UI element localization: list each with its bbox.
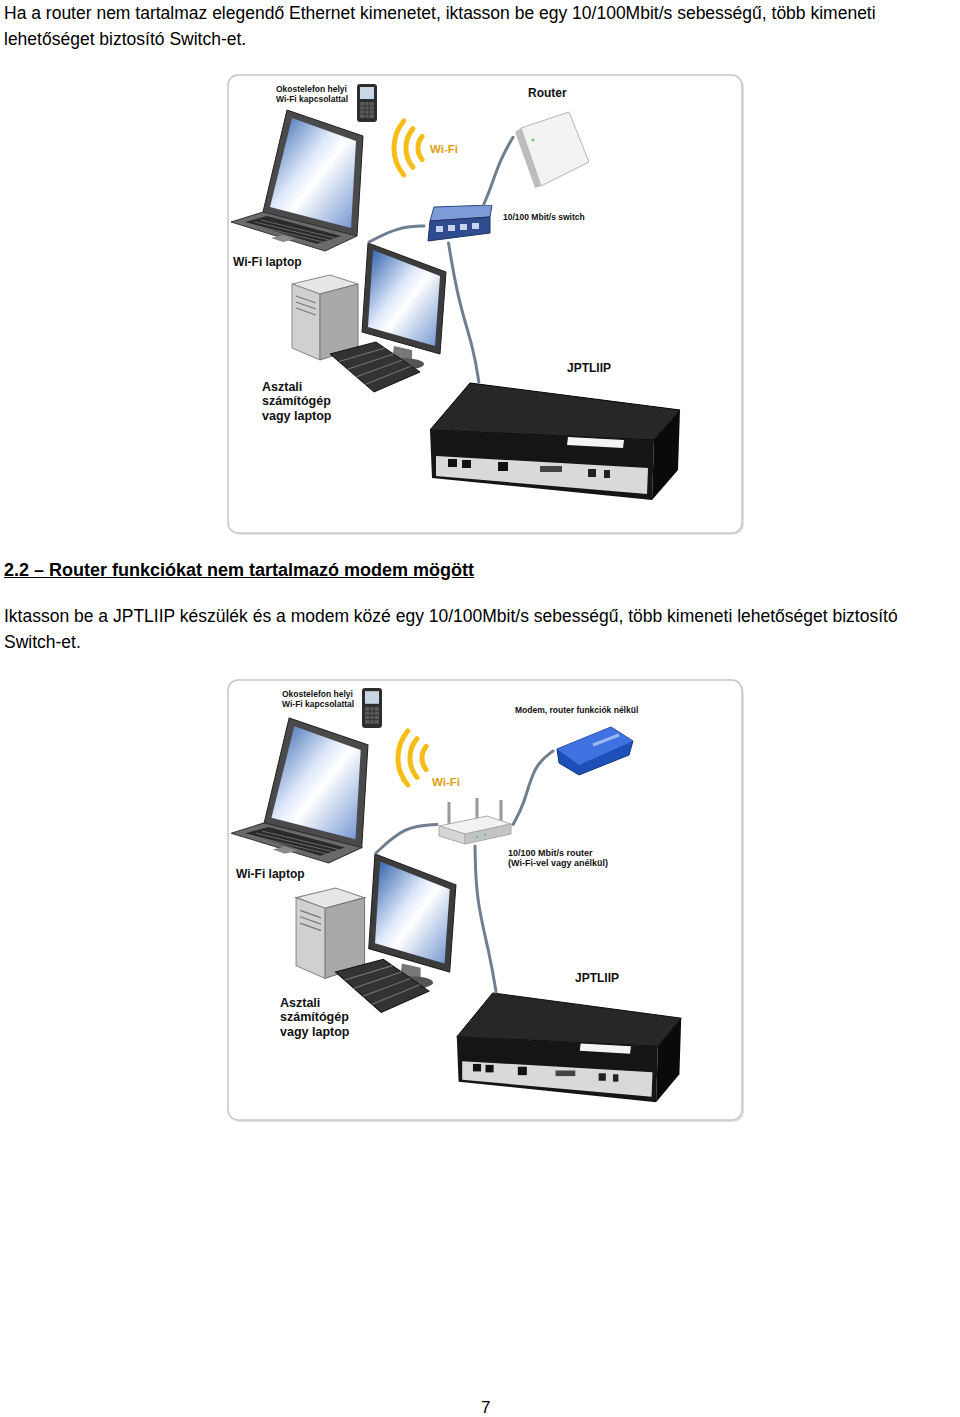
body-text: Ha a router nem tartalmaz elegendő Ether… — [4, 0, 944, 52]
modem — [557, 727, 633, 775]
wifi-label: Wi-Fi — [432, 776, 460, 790]
router — [515, 112, 589, 188]
network-cable — [513, 751, 553, 824]
jptliip-device — [430, 383, 680, 500]
device-node: Okostelefon helyi Wi-Fi kapcsolattal — [361, 687, 383, 729]
page-number: 7 — [481, 1398, 490, 1417]
device-node: Modem, router funkciók nélkül — [553, 725, 635, 777]
device-label: 10/100 Mbit/s router (Wi-Fi-vel vagy ané… — [508, 848, 610, 869]
device-label: Modem, router funkciók nélkül — [515, 706, 638, 716]
switch — [428, 205, 492, 241]
device-label: Okostelefon helyi Wi-Fi kapcsolattal — [282, 690, 358, 710]
network-cable — [376, 824, 437, 853]
device-node: Asztali számítógép vagy laptop — [290, 242, 448, 402]
text-holder: Wi-Fi — [432, 776, 460, 790]
device-label: JPTLIIP — [567, 362, 611, 376]
figure-panel — [228, 680, 742, 1120]
figure-panel — [228, 75, 742, 533]
wifi-waves — [398, 731, 426, 785]
device-node: Wi-Fi laptop — [231, 108, 364, 252]
device-node: JPTLIIP — [428, 382, 682, 504]
jptliip-device — [457, 993, 681, 1102]
desktop-computer — [296, 854, 456, 1012]
text-holder: Wi-Fi — [430, 143, 458, 157]
device-label: Asztali számítógép vagy laptop — [262, 380, 340, 423]
device-node: Wi-Fi laptop — [231, 716, 369, 864]
network-cable — [369, 226, 424, 242]
device-label: Okostelefon helyi Wi-Fi kapcsolattal — [276, 85, 352, 105]
smartphone — [357, 84, 377, 122]
router — [439, 798, 511, 844]
desktop-computer — [292, 243, 446, 392]
device-label: Router — [528, 87, 567, 101]
device-node: Router — [513, 110, 591, 188]
device-node: Okostelefon helyi Wi-Fi kapcsolattal — [356, 83, 378, 123]
laptop — [231, 718, 368, 863]
network-cable — [475, 846, 496, 992]
section-heading: 2.2 – Router funkciókat nem tartalmazó m… — [4, 560, 474, 582]
text-holder: Iktasson be a JPTLIIP készülék és a mode… — [4, 603, 954, 655]
wifi-label: Wi-Fi — [430, 143, 458, 157]
network-cable — [484, 137, 514, 205]
device-label: Wi-Fi laptop — [236, 868, 305, 882]
text-holder: 7 — [481, 1398, 490, 1417]
device-label: Asztali számítógép vagy laptop — [280, 996, 358, 1039]
device-label: JPTLIIP — [575, 972, 619, 986]
text-holder: Ha a router nem tartalmaz elegendő Ether… — [4, 0, 944, 52]
device-label: Wi-Fi laptop — [233, 256, 302, 270]
device-node: 10/100 Mbit/s router (Wi-Fi-vel vagy ané… — [437, 798, 513, 846]
network-cable — [449, 243, 479, 382]
smartphone — [362, 688, 382, 728]
wifi-waves — [394, 121, 422, 175]
text-holder: 2.2 – Router funkciókat nem tartalmazó m… — [4, 560, 474, 582]
device-node: Asztali számítógép vagy laptop — [294, 853, 458, 1023]
body-text: Iktasson be a JPTLIIP készülék és a mode… — [4, 603, 954, 655]
device-node: JPTLIIP — [455, 992, 683, 1106]
device-node: 10/100 Mbit/s switch — [424, 205, 494, 243]
laptop — [231, 110, 363, 251]
device-label: 10/100 Mbit/s switch — [503, 213, 585, 223]
